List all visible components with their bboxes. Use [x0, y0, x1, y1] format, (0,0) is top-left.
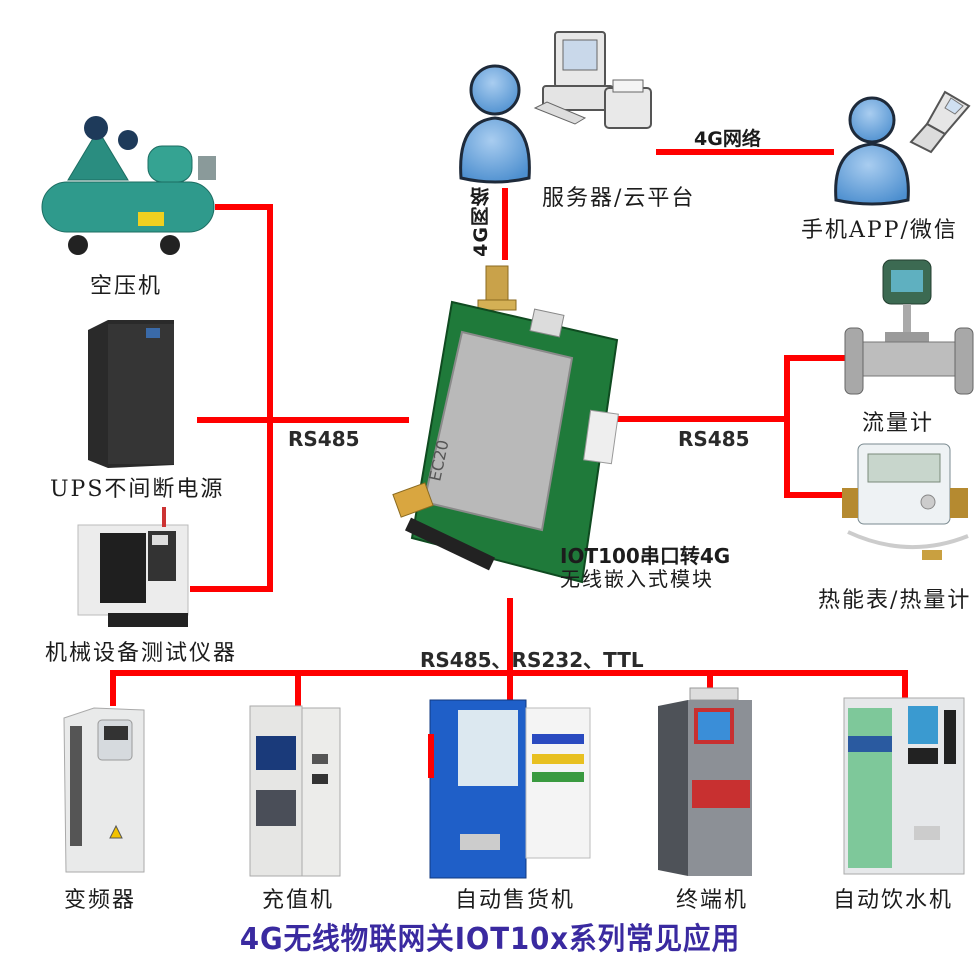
user-icon	[834, 96, 910, 206]
device-label-cnc: 机械设备测试仪器	[45, 641, 238, 666]
line-left-main	[197, 417, 409, 423]
line-left-stub-compressor	[215, 204, 273, 210]
device-label-water: 自动饮水机	[833, 888, 954, 913]
link-label-server-mobile: 4G网络	[694, 128, 761, 150]
left-protocol-label: RS485	[288, 427, 360, 451]
device-label-heat-meter: 热能表/热量计	[818, 588, 972, 613]
line-left-stub-cnc	[190, 586, 273, 592]
line-drop-water	[902, 670, 908, 698]
module-name-line1: IOT100串口转4G	[560, 544, 731, 568]
water-dispenser-icon	[843, 697, 965, 875]
line-bottom-trunk	[507, 598, 513, 706]
diagram-title: 4G无线物联网关IOT10x系列常见应用	[239, 922, 741, 957]
line-right-bus-vertical	[784, 355, 790, 498]
heat-meter-icon	[842, 443, 969, 560]
cnc-machine-icon	[77, 507, 189, 627]
bottom-protocol-label: RS485、RS232、TTL	[420, 648, 644, 672]
module-name-line2: 无线嵌入式模块	[560, 567, 714, 591]
line-module-server	[502, 188, 508, 260]
recharge-kiosk-icon	[249, 705, 341, 877]
pcb-module-icon: EC20	[392, 265, 619, 584]
line-drop-recharge	[295, 670, 301, 706]
device-label-inverter: 变频器	[64, 888, 137, 913]
server-label: 服务器/云平台	[542, 186, 696, 211]
user-icon	[459, 64, 531, 184]
line-left-bus-vertical	[267, 204, 273, 592]
line-drop-inverter	[110, 670, 116, 706]
line-drop-terminal	[707, 670, 713, 694]
line-right-stub-flowmeter	[784, 355, 854, 361]
device-label-flow-meter: 流量计	[862, 411, 935, 436]
computer-printer-icon	[533, 31, 652, 129]
line-server-mobile	[656, 149, 834, 155]
terminal-kiosk-icon	[658, 687, 752, 876]
line-right-main	[617, 416, 790, 422]
frequency-inverter-icon	[63, 707, 145, 873]
device-label-vending: 自动售货机	[455, 888, 576, 913]
device-label-air-compressor: 空压机	[90, 274, 163, 299]
link-label-server-module: 4G网络	[470, 186, 492, 257]
flow-meter-icon	[844, 259, 974, 395]
vending-machine-icon	[428, 699, 591, 879]
right-protocol-label: RS485	[678, 427, 750, 451]
mobile-phone-icon	[909, 90, 971, 154]
line-bottom-bus	[110, 670, 908, 676]
device-label-ups: UPS不间断电源	[50, 477, 225, 502]
device-label-recharge: 充值机	[262, 888, 335, 913]
mobile-label: 手机APP/微信	[801, 218, 958, 243]
device-label-terminal: 终端机	[676, 888, 749, 913]
air-compressor-icon	[41, 116, 216, 255]
line-right-stub-heatmeter	[784, 492, 854, 498]
ups-cabinet-icon	[88, 320, 174, 468]
